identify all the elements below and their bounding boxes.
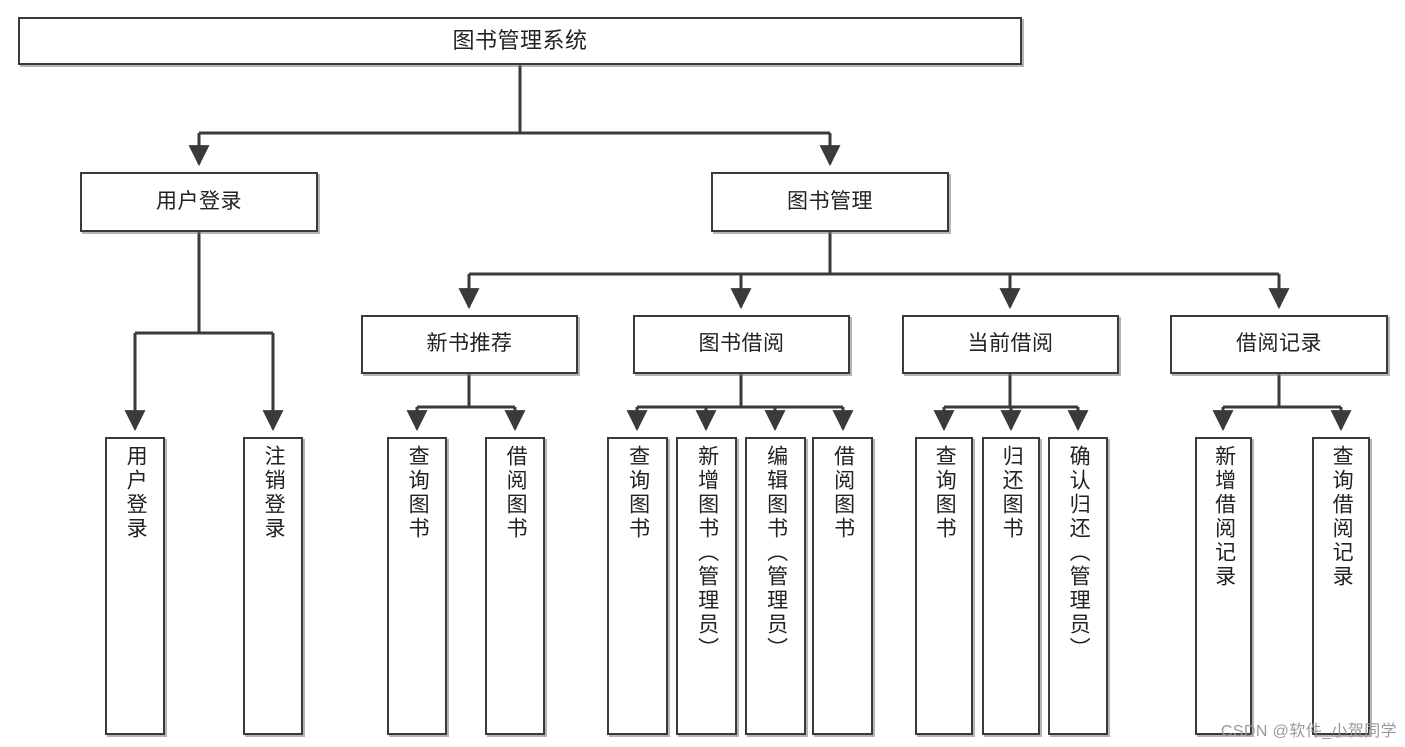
node-new-book-recommendation[interactable]: 新书推荐 (361, 315, 578, 374)
leaf-query-book-3[interactable]: 查询图书 (915, 437, 973, 735)
leaf-user-login[interactable]: 用户登录 (105, 437, 165, 735)
node-user-login[interactable]: 用户登录 (80, 172, 318, 232)
leaf-user-logout[interactable]: 注销登录 (243, 437, 303, 735)
node-label: 借阅记录 (1236, 332, 1322, 356)
node-label: 确认归还（管理员） (1067, 445, 1091, 661)
node-label: 当前借阅 (967, 332, 1054, 356)
node-label: 编辑图书（管理员） (764, 445, 788, 661)
node-root[interactable]: 图书管理系统 (18, 17, 1022, 65)
leaf-confirm-return[interactable]: 确认归还（管理员） (1048, 437, 1108, 735)
node-label: 新增图书（管理员） (695, 445, 719, 661)
watermark: CSDN @软件_小贺同学 (1220, 723, 1397, 740)
node-label: 用户登录 (124, 445, 148, 541)
leaf-edit-book[interactable]: 编辑图书（管理员） (745, 437, 806, 735)
leaf-add-book[interactable]: 新增图书（管理员） (676, 437, 737, 735)
leaf-query-book-2[interactable]: 查询图书 (607, 437, 668, 735)
leaf-borrow-book-1[interactable]: 借阅图书 (485, 437, 545, 735)
node-label: 用户登录 (156, 189, 242, 213)
node-label: 图书借阅 (698, 332, 785, 356)
leaf-return-book[interactable]: 归还图书 (982, 437, 1040, 735)
node-label: 查询图书 (626, 445, 650, 541)
node-label: 图书管理系统 (452, 28, 588, 54)
node-label: 查询图书 (406, 445, 430, 541)
leaf-query-borrow-record[interactable]: 查询借阅记录 (1312, 437, 1370, 735)
leaf-query-book-1[interactable]: 查询图书 (387, 437, 447, 735)
node-label: 借阅图书 (504, 445, 528, 541)
node-label: 归还图书 (1000, 445, 1024, 541)
leaf-add-borrow-record[interactable]: 新增借阅记录 (1195, 437, 1252, 735)
node-label: 新增借阅记录 (1212, 445, 1236, 589)
node-label: 查询图书 (933, 445, 957, 541)
node-label: 查询借阅记录 (1330, 445, 1354, 589)
leaf-borrow-book-2[interactable]: 借阅图书 (812, 437, 873, 735)
node-current-borrowing[interactable]: 当前借阅 (902, 315, 1119, 374)
node-book-borrowing[interactable]: 图书借阅 (633, 315, 850, 374)
node-label: 新书推荐 (426, 332, 513, 356)
node-label: 借阅图书 (831, 445, 855, 541)
node-borrow-records[interactable]: 借阅记录 (1170, 315, 1388, 374)
node-label: 注销登录 (262, 445, 286, 541)
node-book-management[interactable]: 图书管理 (711, 172, 949, 232)
node-label: 图书管理 (787, 189, 873, 213)
